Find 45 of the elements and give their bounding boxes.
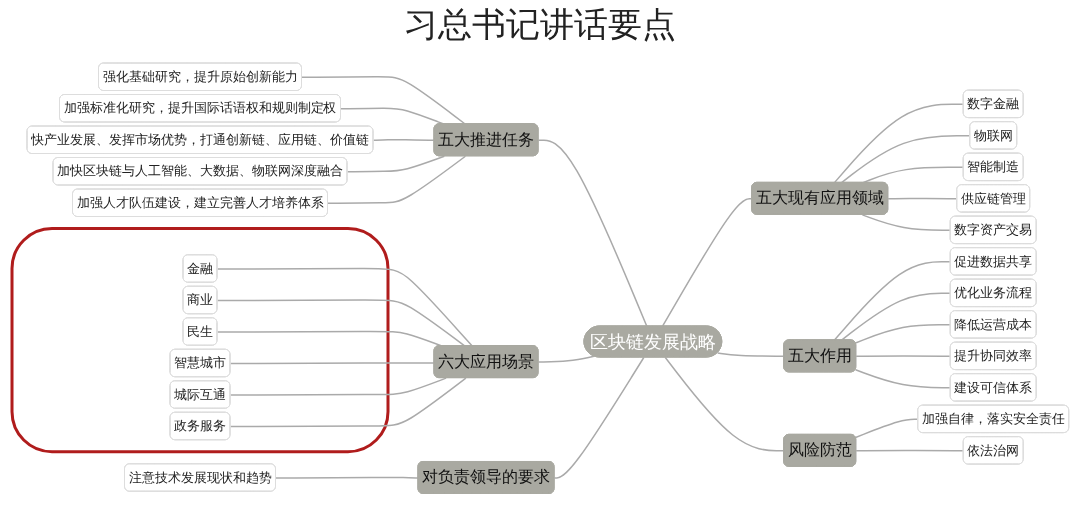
node-text: 加强人才队伍建设，建立完善人才培养体系 — [76, 195, 324, 211]
node-text: 降低运营成本 — [953, 316, 1032, 332]
connector — [537, 139, 648, 328]
node-text: 数字资产交易 — [953, 222, 1032, 238]
title: 习总书记讲话要点 — [404, 3, 676, 46]
node-text: 加快区块链与人工智能、大数据、物联网深度融合 — [56, 163, 343, 179]
connector — [553, 357, 645, 479]
node-text: 供应链管理 — [960, 190, 1026, 206]
node-text: 快产业发展、发挥市场优势，打通创新链、应用链、价值链 — [30, 132, 369, 148]
connector — [664, 357, 785, 452]
connector — [372, 139, 435, 142]
connector — [840, 135, 971, 184]
node-text: 商业 — [186, 292, 213, 308]
connector — [716, 352, 785, 358]
node-text: 提升协同效率 — [953, 348, 1032, 364]
connector — [661, 198, 753, 328]
connector — [300, 76, 466, 126]
node-text: 依法治网 — [966, 442, 1019, 458]
node-text: 城际互通 — [173, 386, 226, 402]
connector — [326, 155, 466, 205]
node-text: 建设可信体系 — [953, 379, 1032, 395]
node-text: 政务服务 — [173, 418, 226, 434]
connector — [216, 268, 473, 348]
node-text: 物联网 — [973, 127, 1013, 143]
connector — [537, 355, 595, 364]
node-text: 智能制造 — [966, 159, 1019, 175]
node-text: 金融 — [186, 260, 213, 276]
node-text: 优化业务流程 — [953, 285, 1032, 301]
connector — [216, 299, 466, 348]
connector — [274, 477, 419, 479]
node-text: 注意技术发展现状和趋势 — [128, 469, 272, 485]
node-text: 促进数据共享 — [953, 253, 1032, 269]
connector — [887, 198, 958, 200]
connector — [229, 377, 467, 428]
connector — [854, 418, 919, 439]
node-text: 强化基础研究，提升原始创新能力 — [102, 69, 298, 85]
cluster — [10, 227, 390, 454]
connector — [229, 377, 447, 396]
connector — [346, 155, 445, 173]
connector — [339, 107, 445, 126]
node-text: 加强标准化研究，提升国际话语权和规则制定权 — [63, 100, 337, 116]
connector — [229, 362, 435, 365]
node-text: 智慧城市 — [173, 355, 226, 371]
node-text: 数字金融 — [966, 96, 1019, 112]
node-text: 加强自律，落实安全责任 — [921, 411, 1065, 427]
